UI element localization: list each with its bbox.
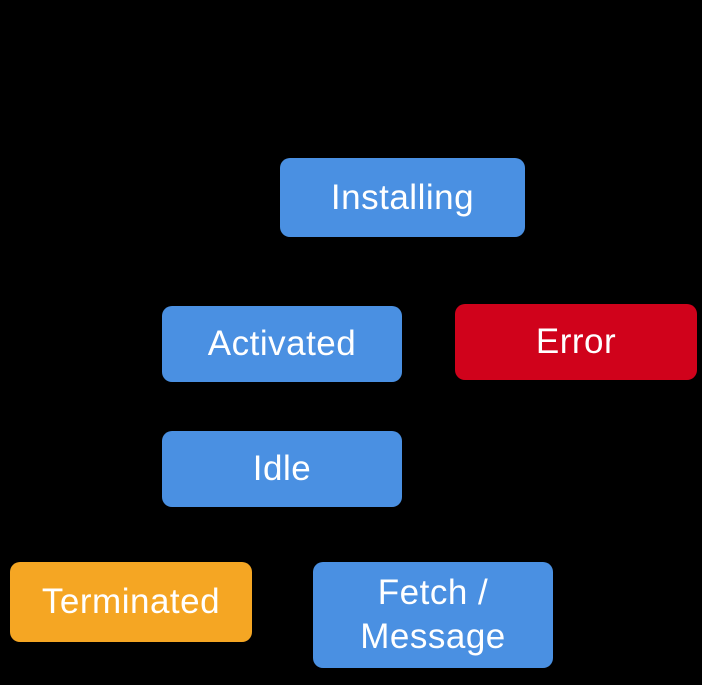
state-label-terminated: Terminated — [41, 582, 221, 622]
state-label-installing: Installing — [330, 177, 475, 217]
state-label-fetch-message: Fetch / Message — [360, 573, 506, 656]
state-node-installing: Installing — [280, 158, 525, 237]
state-node-idle: Idle — [162, 431, 402, 507]
state-label-idle: Idle — [252, 449, 312, 489]
state-node-terminated: Terminated — [10, 562, 252, 642]
state-label-activated: Activated — [207, 324, 357, 364]
state-label-error: Error — [535, 322, 617, 362]
state-node-fetch-message: Fetch / Message — [313, 562, 553, 668]
state-node-error: Error — [455, 304, 697, 380]
state-node-activated: Activated — [162, 306, 402, 382]
